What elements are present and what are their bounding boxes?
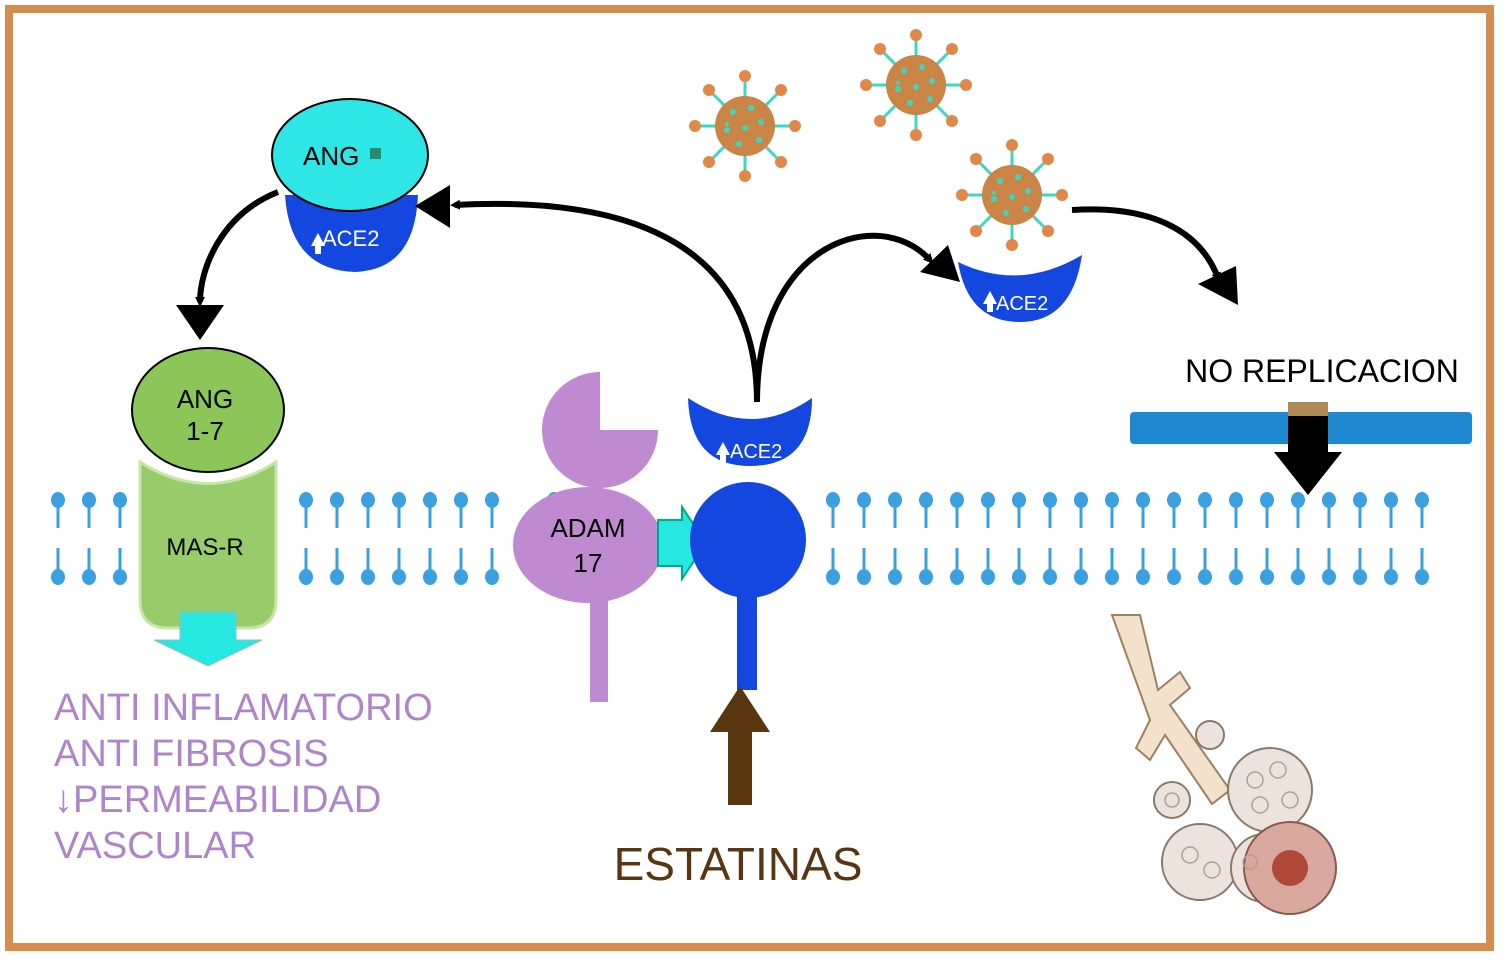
ang-molecule [271,98,429,212]
masr-label: MAS-R [166,534,243,561]
ang-label: ANG [303,141,359,171]
phospholipid [392,492,406,585]
phospholipid [82,492,96,585]
no-replication-label: NO REPLICACION [1185,353,1459,389]
phospholipid [330,492,344,585]
phospholipid [1136,492,1150,585]
adam17-protein [513,372,708,702]
ace2-center-label: ACE2 [730,441,782,463]
phospholipid [1260,492,1274,585]
up-arrow-icon [311,233,325,254]
ace2-right-label: ACE2 [996,293,1048,315]
estatinas-label: ESTATINAS [614,838,863,890]
effect-vascular: VASCULAR [54,825,256,867]
adam-label-line1: ADAM [550,513,625,543]
phospholipid [454,492,468,585]
phospholipid [1322,492,1336,585]
adam-label-line2: 17 [574,548,603,578]
up-arrow-icon [983,291,997,312]
arrow-ace2-to-virus [754,232,934,403]
phospholipid [1229,492,1243,585]
ace2-membrane-receptor [688,398,812,690]
lung-alveoli-icon [1110,614,1337,915]
effect-anti-inflammatory: ANTI INFLAMATORIO [54,687,433,729]
phospholipid [1167,492,1181,585]
phospholipid [485,492,499,585]
arrow-to-no-replication [1071,206,1221,283]
mas-receptor [138,459,278,667]
no-replication-block [1130,402,1472,495]
phospholipid [919,492,933,585]
ang-square-glyph [370,148,381,159]
phospholipid [1198,492,1212,585]
up-arrow-icon [716,442,730,463]
phospholipid [1291,492,1305,585]
phospholipid [1415,492,1429,585]
phospholipid [950,492,964,585]
cell-membrane [51,492,1429,585]
phospholipid [51,492,65,585]
phospholipid [1384,492,1398,585]
ang17-label-line2: 1-7 [186,416,224,446]
ang17-molecule [131,347,285,473]
virus-icon [687,68,803,184]
phospholipid [826,492,840,585]
ang17-label-line1: ANG [177,384,233,414]
phospholipid [857,492,871,585]
phospholipid [113,492,127,585]
phospholipid [1012,492,1026,585]
phospholipid [888,492,902,585]
phospholipid [1353,492,1367,585]
phospholipid [423,492,437,585]
virus-icon [954,137,1070,253]
phospholipid [361,492,375,585]
phospholipid [1105,492,1119,585]
arrow-ang-to-ang17 [195,189,280,307]
ace2-top-label: ACE2 [322,226,379,251]
phospholipid [1043,492,1057,585]
effects-list: ANTI INFLAMATORIO ANTI FIBROSIS ↓PERMEAB… [54,687,433,867]
arrowheads [176,185,1238,340]
phospholipid [1074,492,1088,585]
diagram-frame [5,5,1494,951]
arrow-ace2-to-top [450,199,760,403]
pathway-arrows [195,189,1221,403]
effect-anti-fibrosis: ANTI FIBROSIS [54,733,328,775]
virus-icon [858,27,974,143]
phospholipid [299,492,313,585]
statin-up-arrow [710,686,770,805]
phospholipid [981,492,995,585]
effect-permeability: ↓PERMEABILIDAD [54,779,381,821]
